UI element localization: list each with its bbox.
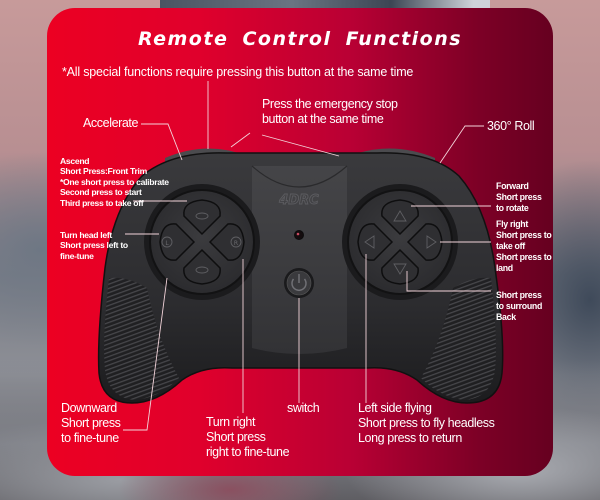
label-360-roll: 360° Roll (487, 119, 535, 133)
label-downward: Downward Short press to fine-tune (61, 401, 121, 445)
label-emergency-stop: Press the emergency stop button at the s… (262, 97, 398, 126)
label-turn-right: Turn right Short press right to fine-tun… (206, 415, 290, 459)
remote-controller: 4DRC L R (97, 148, 504, 404)
svg-text:R: R (234, 240, 238, 247)
page-title: Remote Control Functions (137, 28, 463, 50)
special-functions-note: *All special functions require pressing … (62, 65, 414, 79)
svg-text:L: L (165, 240, 169, 247)
label-turn-head-left: Turn head left Short press left to fine-… (60, 230, 128, 261)
label-left-side-flying: Left side flying Short press to fly head… (358, 401, 495, 445)
label-surround-back: Short press to surround Back (496, 290, 543, 322)
label-forward: Forward Short press to rotate (496, 181, 542, 213)
label-fly-right: Fly right Short press to take off Short … (496, 219, 552, 273)
label-ascend: Ascend Short Press:Front Trim *One short… (60, 156, 169, 208)
svg-text:4DRC: 4DRC (278, 193, 319, 208)
functions-card: Remote Control Functions *All special fu… (47, 8, 553, 476)
label-accelerate: Accelerate (83, 116, 139, 130)
label-switch: switch (287, 401, 320, 415)
